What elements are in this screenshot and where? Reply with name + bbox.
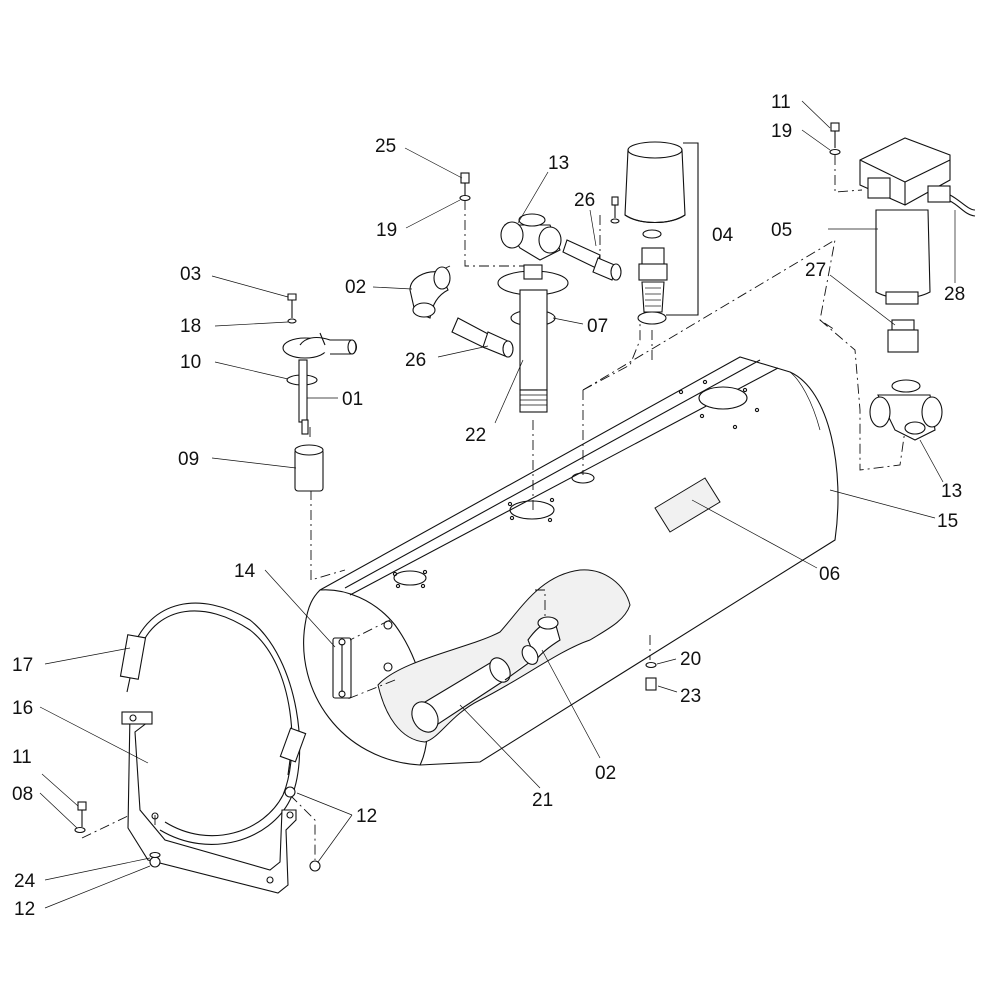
- leader-lines: [39, 100, 956, 909]
- callout-16: 16: [12, 698, 33, 719]
- tank-body: [303, 356, 839, 766]
- drain-plug: [645, 661, 657, 691]
- callout-01: 01: [342, 389, 363, 410]
- callout-12: 12: [14, 899, 35, 920]
- callout-13: 13: [941, 481, 962, 502]
- callout-26: 26: [574, 190, 595, 211]
- callout-23: 23: [680, 686, 701, 707]
- label-plate: [654, 477, 721, 533]
- callout-19: 19: [771, 121, 792, 142]
- return-filter-group: [829, 122, 976, 441]
- callout-14: 14: [234, 561, 256, 582]
- callout-27: 27: [805, 260, 826, 281]
- callout-06: 06: [819, 564, 840, 585]
- tank-strap-bracket: [74, 602, 321, 894]
- callout-09: 09: [178, 449, 199, 470]
- level-sender-group: [282, 293, 358, 492]
- breather-filter-group: [610, 141, 699, 325]
- callout-05: 05: [771, 220, 792, 241]
- callout-22: 22: [465, 425, 486, 446]
- callout-11: 11: [12, 747, 32, 768]
- callout-08: 08: [12, 784, 33, 805]
- callout-17: 17: [12, 655, 33, 676]
- callout-15: 15: [937, 511, 958, 532]
- callout-02: 02: [595, 763, 616, 784]
- callout-10: 10: [180, 352, 201, 373]
- callout-03: 03: [180, 264, 201, 285]
- callout-04: 04: [712, 225, 734, 246]
- assembly-centerlines: [81, 155, 906, 860]
- callout-labels: 25 19 13 26 04 11 19 05 27 28 03 02 18 0…: [12, 92, 965, 920]
- callout-20: 20: [680, 649, 701, 670]
- callout-26: 26: [405, 350, 426, 371]
- callout-24: 24: [14, 871, 36, 892]
- callout-11: 11: [771, 92, 791, 113]
- callout-12: 12: [356, 806, 377, 827]
- callout-19: 19: [376, 220, 397, 241]
- callout-25: 25: [375, 136, 396, 157]
- filler-pipe-group: [409, 172, 622, 413]
- callout-13: 13: [548, 153, 569, 174]
- callout-07: 07: [587, 316, 608, 337]
- callout-21: 21: [532, 790, 553, 811]
- callout-02: 02: [345, 277, 366, 298]
- callout-18: 18: [180, 316, 201, 337]
- callout-28: 28: [944, 284, 965, 305]
